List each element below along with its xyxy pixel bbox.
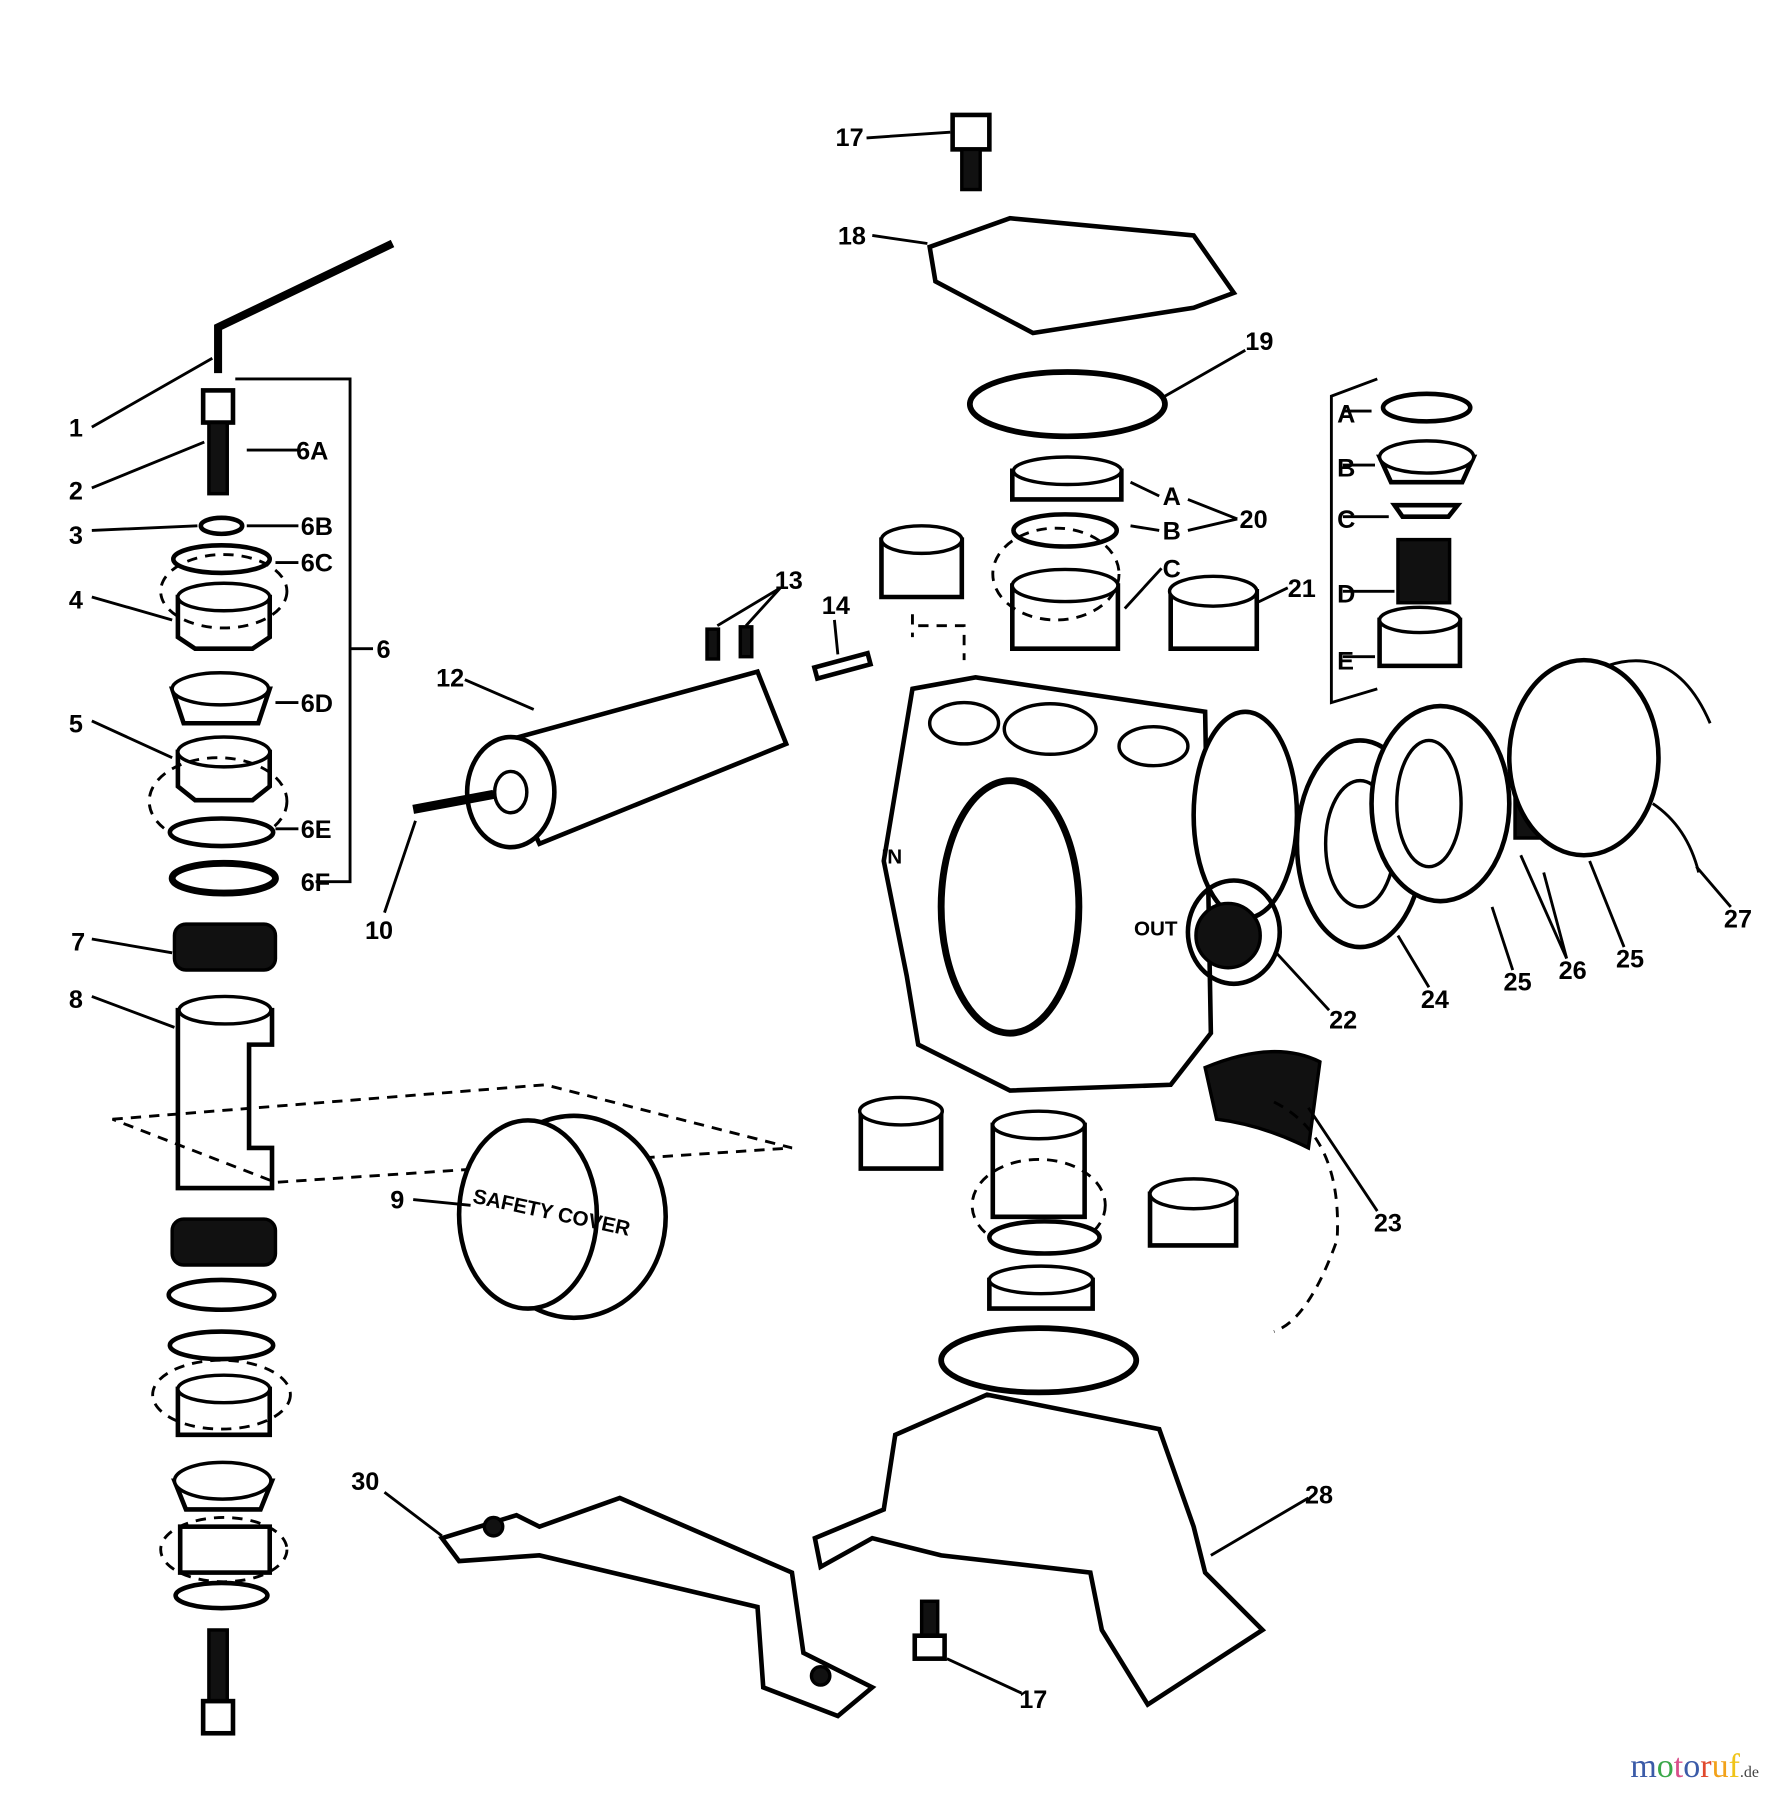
label-1: 1 — [69, 414, 83, 442]
label-20a: A — [1163, 483, 1181, 511]
cap-screw-thread — [207, 420, 229, 496]
label-6b: 6B — [301, 513, 333, 541]
crank-parts — [1294, 657, 1712, 950]
label-14: 14 — [822, 592, 850, 620]
left-valve-stack — [111, 239, 793, 1736]
valve-stack-21 — [1329, 377, 1478, 705]
label-25a: 25 — [1504, 969, 1532, 997]
hex-key-part — [214, 239, 395, 374]
label-18: 18 — [838, 223, 866, 251]
label-27: 27 — [1724, 906, 1752, 934]
motoruf-logo: motoruf.de — [1630, 1748, 1759, 1785]
safety-cover-9: SAFETY COVER — [456, 1113, 668, 1321]
label-21a: A — [1337, 401, 1355, 429]
label-6a: 6A — [296, 437, 328, 465]
label-22: 22 — [1329, 1007, 1357, 1035]
label-26: 26 — [1559, 957, 1587, 985]
bearing-7 — [172, 922, 278, 972]
pump-body: IN OUT — [881, 675, 1300, 1093]
cap-screw-head — [200, 388, 236, 425]
outlet-text: OUT — [1134, 918, 1178, 941]
label-6f: 6F — [301, 869, 330, 897]
label-2: 2 — [69, 477, 83, 505]
label-30: 30 — [351, 1468, 379, 1496]
ring-6f — [168, 859, 279, 897]
oring-6e — [167, 816, 276, 849]
plunger-12 — [412, 625, 874, 850]
part-labels: 17 18 19 1 2 3 4 5 6A 6B 6C 6 6D 6E 6F 7… — [69, 124, 1752, 1714]
label-9: 9 — [390, 1187, 404, 1215]
label-6d: 6D — [301, 690, 333, 718]
label-20: 20 — [1240, 506, 1268, 534]
leader-lines — [91, 130, 1732, 1695]
label-21e: E — [1337, 647, 1354, 675]
lower-parts — [857, 1049, 1339, 1396]
label-19: 19 — [1245, 328, 1273, 356]
label-4: 4 — [69, 586, 83, 614]
label-21: 21 — [1288, 575, 1316, 603]
label-24: 24 — [1421, 986, 1449, 1014]
label-17-lower: 17 — [1019, 1686, 1047, 1714]
label-20b: B — [1163, 518, 1181, 546]
oring-6c — [171, 543, 273, 576]
washer-part — [198, 515, 245, 537]
label-6c: 6C — [301, 550, 333, 578]
base-bracket — [438, 1392, 1267, 1719]
label-6e: 6E — [301, 816, 332, 844]
label-8: 8 — [69, 986, 83, 1014]
label-23: 23 — [1374, 1210, 1402, 1238]
bearing-lower — [170, 1217, 278, 1267]
label-6: 6 — [376, 636, 390, 664]
label-28: 28 — [1305, 1482, 1333, 1510]
label-21b: B — [1337, 454, 1355, 482]
connecting-rod-8 — [175, 1007, 275, 1191]
label-17: 17 — [836, 124, 864, 152]
head-parts — [879, 112, 1260, 661]
label-12: 12 — [436, 665, 464, 693]
label-5: 5 — [69, 710, 83, 738]
label-7: 7 — [71, 929, 85, 957]
label-20c: C — [1163, 555, 1181, 583]
label-25b: 25 — [1616, 946, 1644, 974]
inlet-text: IN — [881, 845, 902, 868]
logo-tld: .de — [1739, 1764, 1759, 1781]
label-21c: C — [1337, 506, 1355, 534]
label-3: 3 — [69, 522, 83, 550]
label-13: 13 — [775, 567, 803, 595]
label-10: 10 — [365, 917, 393, 945]
label-21d: D — [1337, 581, 1355, 609]
